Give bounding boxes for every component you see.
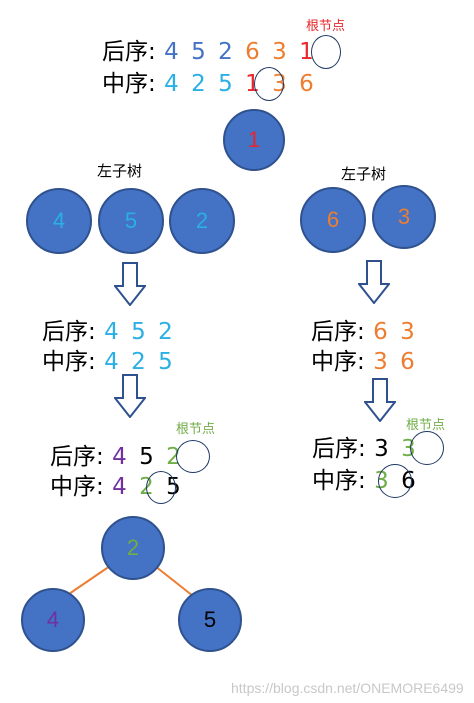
tree-left-node: 4 [21,588,85,652]
left-node-value: 4 [52,208,66,233]
tree-right-value: 5 [203,607,217,632]
left-node: 2 [169,188,235,254]
postorder-label: 后序: [102,39,156,65]
left2-in-item: 4 [112,474,127,500]
tree-edge-left [65,565,111,597]
top-post-item: 3 [272,39,287,65]
inorder-label: 中序: [102,71,156,97]
top-post-item: 4 [164,39,179,65]
top-in-item: 2 [191,71,206,97]
inorder-label: 中序: [312,468,366,494]
left1-in-item: 4 [104,349,119,375]
left1-post-item: 4 [104,319,119,345]
root-node-value: 1 [247,127,261,152]
root-note-left: 根节点 [176,422,216,437]
right2-post-item: 3 [374,436,389,462]
root-note-top: 根节点 [306,19,346,34]
tree-root-value: 2 [126,535,140,560]
down-arrow-icon [358,260,390,304]
right1-post-item: 6 [373,319,388,345]
postorder-label: 后序: [42,319,96,345]
top-in-item: 6 [299,71,314,97]
root-node: 1 [223,109,285,171]
right-node: 6 [300,187,366,253]
top-in-item: 5 [218,71,233,97]
inorder-label: 中序: [42,349,96,375]
right1-in-item: 6 [400,349,415,375]
right1-post-item: 3 [400,319,415,345]
tree-edge-right [154,565,194,597]
right2-in-root-circle [378,464,412,498]
postorder-label: 后序: [311,319,365,345]
root-note-right: 根节点 [406,418,446,433]
watermark: https://blog.csdn.net/ONEMORE6499 [231,680,464,696]
left2-in-root-circle [146,471,176,504]
down-arrow-icon [114,262,146,306]
right2-post-root-circle [410,431,444,465]
inorder-label: 中序: [50,474,104,500]
top-in-item: 4 [164,71,179,97]
right1-in-item: 3 [373,349,388,375]
left2-post-item: 4 [112,444,127,470]
right-node-value: 6 [326,207,340,232]
right-node: 3 [372,185,436,249]
left1-in-item: 5 [158,349,173,375]
left1-in-item: 2 [131,349,146,375]
left2-post-root-circle [176,440,210,473]
right-node-value: 3 [397,204,411,229]
top-post-root-circle [311,35,341,69]
top-post-item: 2 [218,39,233,65]
postorder-label: 后序: [312,436,366,462]
left-node: 5 [98,188,164,254]
top-post-item: 6 [245,39,260,65]
left-subtree-label: 左子树 [97,162,143,180]
tree-root-node: 2 [101,516,165,580]
left1-post-item: 5 [131,319,146,345]
tree-left-value: 4 [46,607,60,632]
down-arrow-icon [114,374,146,418]
right-subtree-label: 左子树 [341,165,387,183]
inorder-label: 中序: [311,349,365,375]
left-node: 4 [26,188,92,254]
top-post-item: 5 [191,39,206,65]
left2-post-item: 5 [139,444,154,470]
postorder-label: 后序: [50,444,104,470]
left-node-value: 5 [124,208,138,233]
left-node-value: 2 [195,208,209,233]
tree-right-node: 5 [178,588,242,652]
down-arrow-icon [364,378,396,422]
left1-post-item: 2 [158,319,173,345]
top-in-root-circle [254,67,284,101]
top-post-item: 1 [299,39,314,65]
